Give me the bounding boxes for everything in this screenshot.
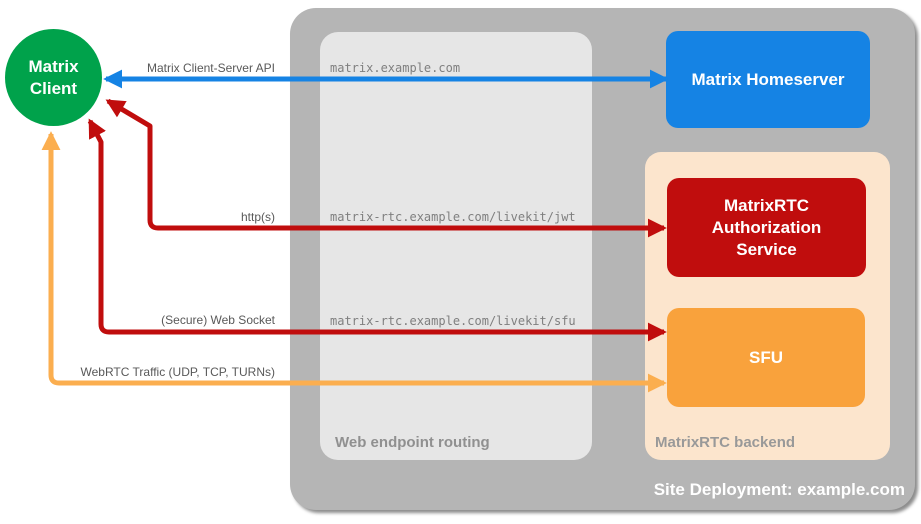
matrixrtc-backend-label: MatrixRTC backend xyxy=(655,434,796,451)
web-endpoint-routing-box: Web endpoint routing xyxy=(320,32,592,460)
sfu-node: SFU xyxy=(667,308,865,407)
web-endpoint-routing-label: Web endpoint routing xyxy=(335,434,490,451)
endpoint-livekit-sfu: matrix-rtc.example.com/livekit/sfu xyxy=(330,314,576,328)
client-server-api-arrow-label: Matrix Client-Server API xyxy=(146,61,275,75)
endpoint-livekit-jwt: matrix-rtc.example.com/livekit/jwt xyxy=(330,210,576,224)
matrix-client-node: Matrix Client xyxy=(5,29,102,126)
https-arrow-label: http(s) xyxy=(240,210,275,224)
matrix-homeserver-node: Matrix Homeserver xyxy=(666,31,870,128)
matrixrtc-authorization-service-node: MatrixRTC Authorization Service xyxy=(667,178,866,277)
webrtc-traffic-arrow-label: WebRTC Traffic (UDP, TCP, TURNs) xyxy=(80,365,276,379)
endpoint-matrix-example-com: matrix.example.com xyxy=(330,61,461,75)
site-deployment-label: Site Deployment: example.com xyxy=(653,480,905,499)
web-socket-arrow-label: (Secure) Web Socket xyxy=(161,313,275,327)
